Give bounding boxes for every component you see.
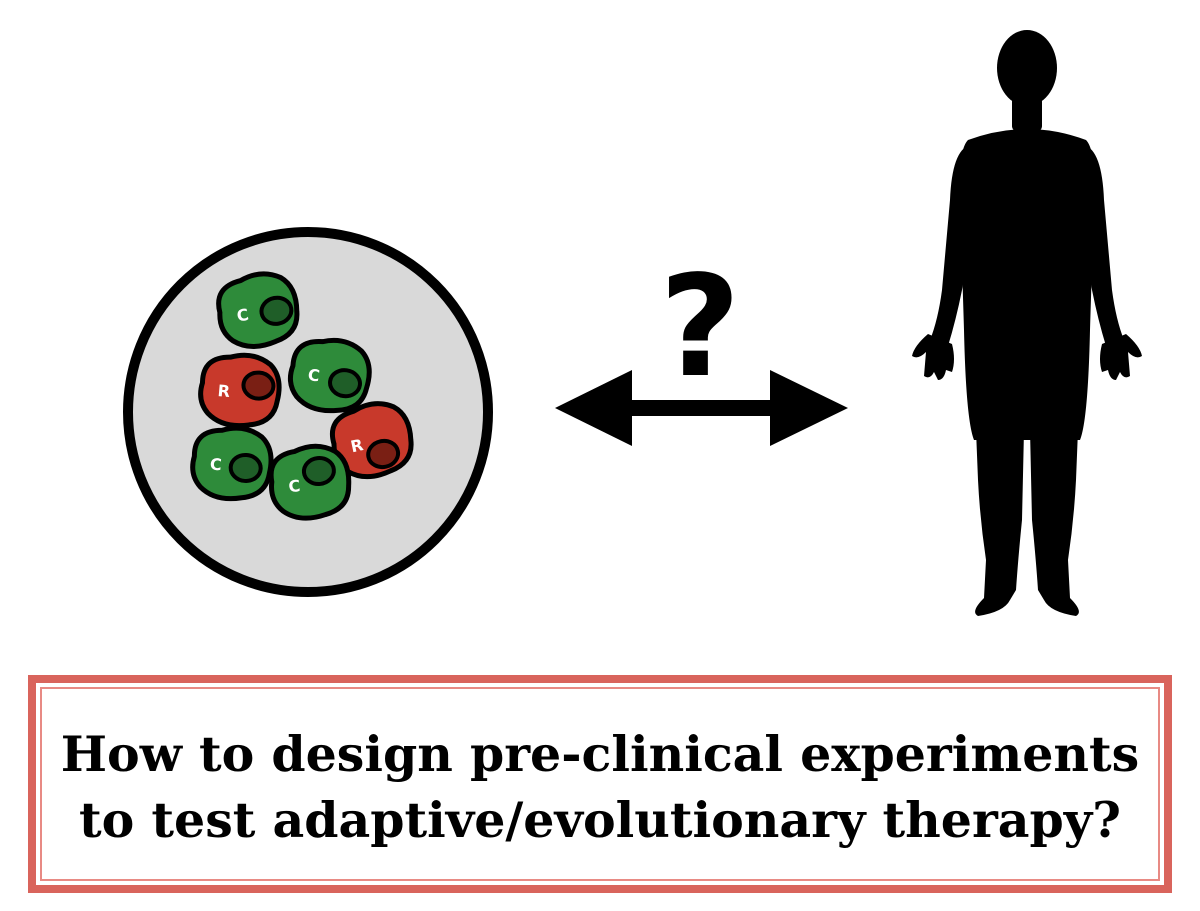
cell-nucleus (328, 368, 362, 399)
cell-body (216, 271, 300, 349)
question-mark: ? (659, 246, 741, 409)
cell-nucleus (301, 455, 336, 487)
cell-nucleus (241, 370, 276, 401)
cell-label: C (209, 454, 222, 474)
cell-nucleus (366, 438, 401, 470)
sensitive-cell: C (287, 337, 372, 414)
cell-label: C (235, 305, 250, 326)
caption-line-2: to test adaptive/evolutionary therapy? (79, 791, 1121, 849)
cell-nucleus (228, 452, 263, 483)
cell-label: R (349, 435, 365, 456)
resistant-cell: R (329, 401, 414, 480)
cell-label: C (288, 476, 302, 496)
human-silhouette-icon (912, 30, 1142, 616)
cell-group: C R C R C C (190, 271, 414, 521)
caption-text: How to design pre-clinical experiments t… (56, 721, 1144, 853)
sensitive-cell: C (216, 271, 300, 349)
caption-line-1: How to design pre-clinical experiments (60, 725, 1140, 783)
sensitive-cell: C (190, 425, 274, 502)
cell-nucleus (259, 295, 294, 326)
caption-box: How to design pre-clinical experiments t… (28, 675, 1172, 893)
double-arrow-icon (555, 370, 848, 446)
cell-label: R (217, 381, 231, 401)
petri-dish-icon (123, 227, 493, 597)
resistant-cell: R (198, 352, 282, 429)
cell-label: C (307, 365, 321, 385)
sensitive-cell: C (268, 443, 352, 521)
